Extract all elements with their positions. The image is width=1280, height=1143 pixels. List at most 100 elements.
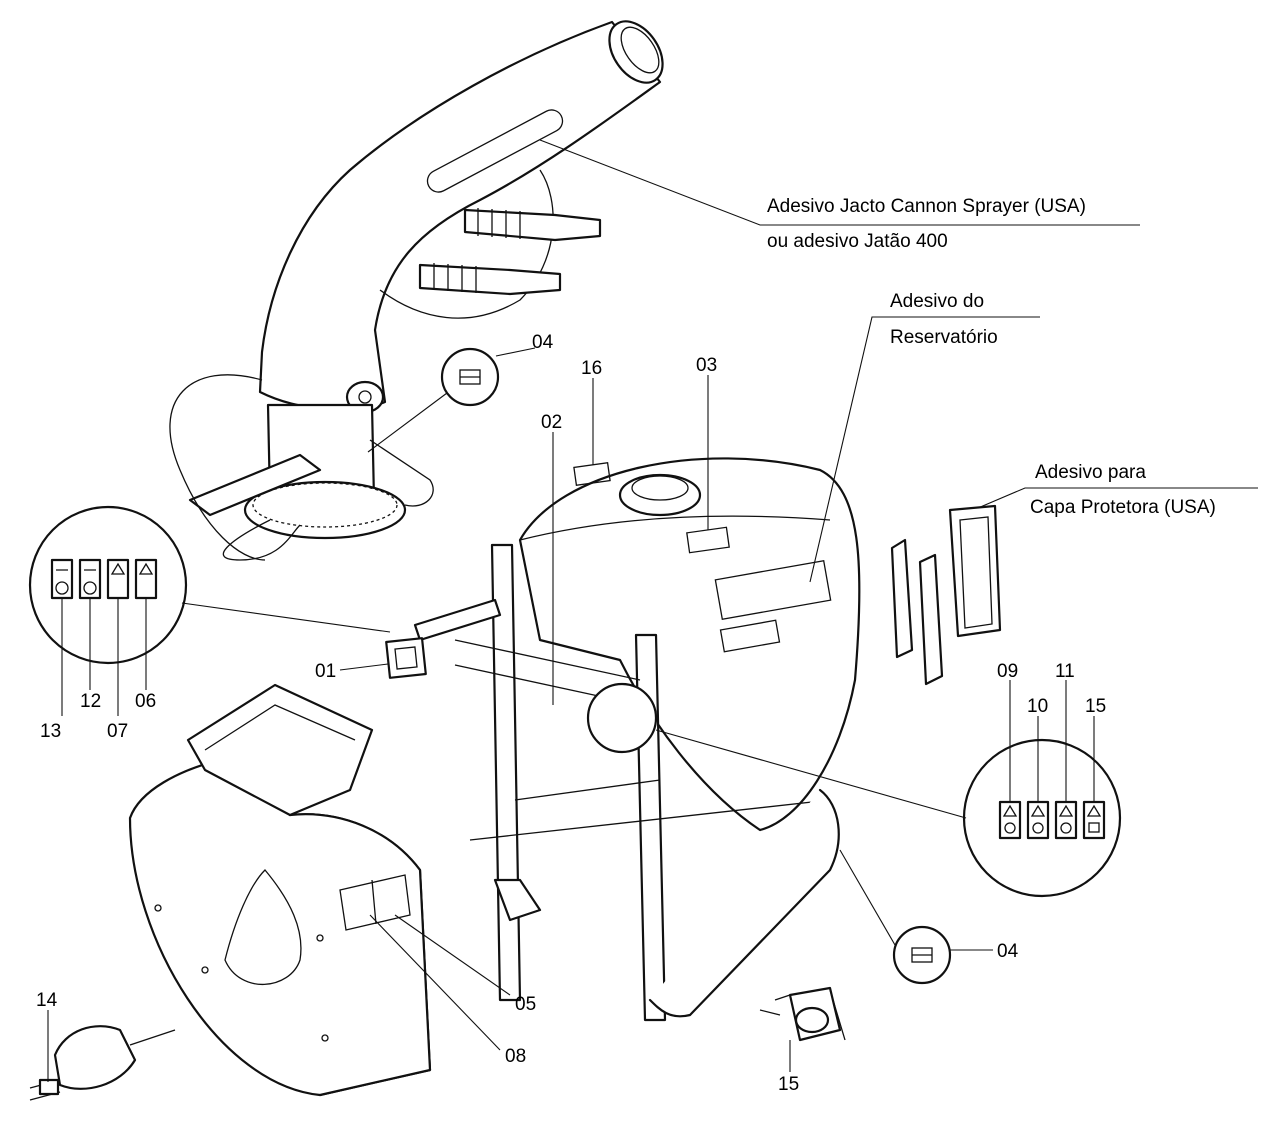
leader-04-top-to-part [367,392,448,453]
frame-skid [648,788,840,1018]
caption-tank-decal-1: Adesivo do [890,291,984,312]
blower-bolt [201,966,209,974]
callout-08: 08 [505,1046,526,1067]
blower-warning-decals [339,874,411,931]
leader-reservatorio [809,316,1040,583]
decal-glyph-10 [1032,822,1044,834]
decal-13 [50,558,74,600]
callout-16: 16 [581,358,602,379]
callout-07: 07 [107,721,128,742]
cannon-nozzle-inner [620,26,660,74]
tank-body [518,457,861,832]
blower-bolt [316,934,324,942]
frame-cross-bar [454,639,831,841]
tank-cap-top [631,475,689,501]
leader-05 [394,914,511,996]
mount-plate-window [394,646,418,670]
frame-left-skid [493,878,542,922]
decal-06 [134,558,158,600]
caption-cover-decal-1: Adesivo para [1035,462,1146,483]
decal-glyph-15 [1088,822,1100,833]
bracket-1 [890,538,914,659]
callout-09: 09 [997,661,1018,682]
blower-inlet-collar [186,683,374,817]
callout-01: 01 [315,661,336,682]
decal-glyphs-right [1002,804,1102,817]
pto-decal [38,1078,60,1096]
callout-15-pump: 15 [778,1074,799,1095]
leader-01 [339,663,389,671]
callout-15-detail: 15 [1085,696,1106,717]
tank-decal-reservatorio [714,560,832,620]
decal-07 [106,558,130,600]
leader-lines [47,139,1258,1082]
cannon-base-plate [188,453,322,517]
tank-decal-03 [686,526,730,554]
callout-02: 02 [541,412,562,433]
decal-glyphs-left [56,562,154,575]
tank-assembly [385,457,861,1022]
cannon-gear-ring [252,482,398,528]
pump-cap [794,1006,830,1034]
leader-04-top [495,347,536,357]
leader-right-bubble [655,729,967,819]
callout-10: 10 [1027,696,1048,717]
frame-hitch-arm [413,598,502,642]
detail-bubble-02 [586,682,658,754]
decal-glyph-12 [83,581,97,595]
leader-04-bottom [839,849,896,946]
nozzle-upper [463,208,602,242]
cannon-assembly [169,20,664,561]
cannon-nozzle-ring [608,20,664,84]
cover-brackets [890,504,1002,686]
leader-capa [977,487,1258,509]
callout-05: 05 [515,994,536,1015]
right-decal-strip [998,800,1106,840]
callout-11: 11 [1055,661,1075,682]
callout-04-top: 04 [532,332,554,353]
tank-cap [618,473,702,517]
bracket-2 [918,553,944,686]
blower-bolt [154,904,162,912]
caption-cannon-decal-1: Adesivo Jacto Cannon Sprayer (USA) [767,196,1086,217]
decal-glyph-11 [1060,822,1072,834]
tank-top-edge [519,515,831,541]
caption-cannon-decal-2: ou adesivo Jatão 400 [767,231,948,252]
cannon-handle-wire [369,439,434,507]
decal-glyph-13 [55,581,69,595]
decal-glyph-09 [1004,822,1016,834]
pto-shaft-guard [53,1025,137,1090]
blower-intake-eye [224,869,302,985]
callout-03: 03 [696,355,717,376]
cannon-turntable [243,480,407,540]
cannon-base-cable [222,519,301,561]
cannon-decal-slot [426,109,564,193]
blower-assembly [29,683,432,1101]
hose-loop [379,169,554,319]
cannon-flange-bolt [358,390,372,404]
bracket-3-inner [959,516,993,629]
pump-fittings [759,989,846,1041]
cannon-support-wire [169,374,266,561]
callout-06: 06 [135,691,156,712]
callout-04-bottom: 04 [997,941,1019,962]
tank-decal-lower [719,619,781,653]
leader-08 [369,914,501,1051]
decal-12 [78,558,102,600]
blower-side [288,813,432,1097]
left-decal-strip [50,558,158,600]
bracket-3 [948,504,1002,638]
caption-cover-decal-2: Capa Protetora (USA) [1030,497,1216,518]
blower-inlet-rim [204,704,356,751]
nozzle-bellows [433,208,521,293]
leader-left-bubble [181,602,391,633]
callout-12: 12 [80,691,101,712]
mount-plate [385,637,427,679]
callout-13: 13 [40,721,61,742]
callout-14: 14 [36,990,58,1011]
tank-decal-16 [573,461,611,487]
blower-bolt [321,1034,329,1042]
caption-tank-decal-2: Reservatório [890,327,998,348]
